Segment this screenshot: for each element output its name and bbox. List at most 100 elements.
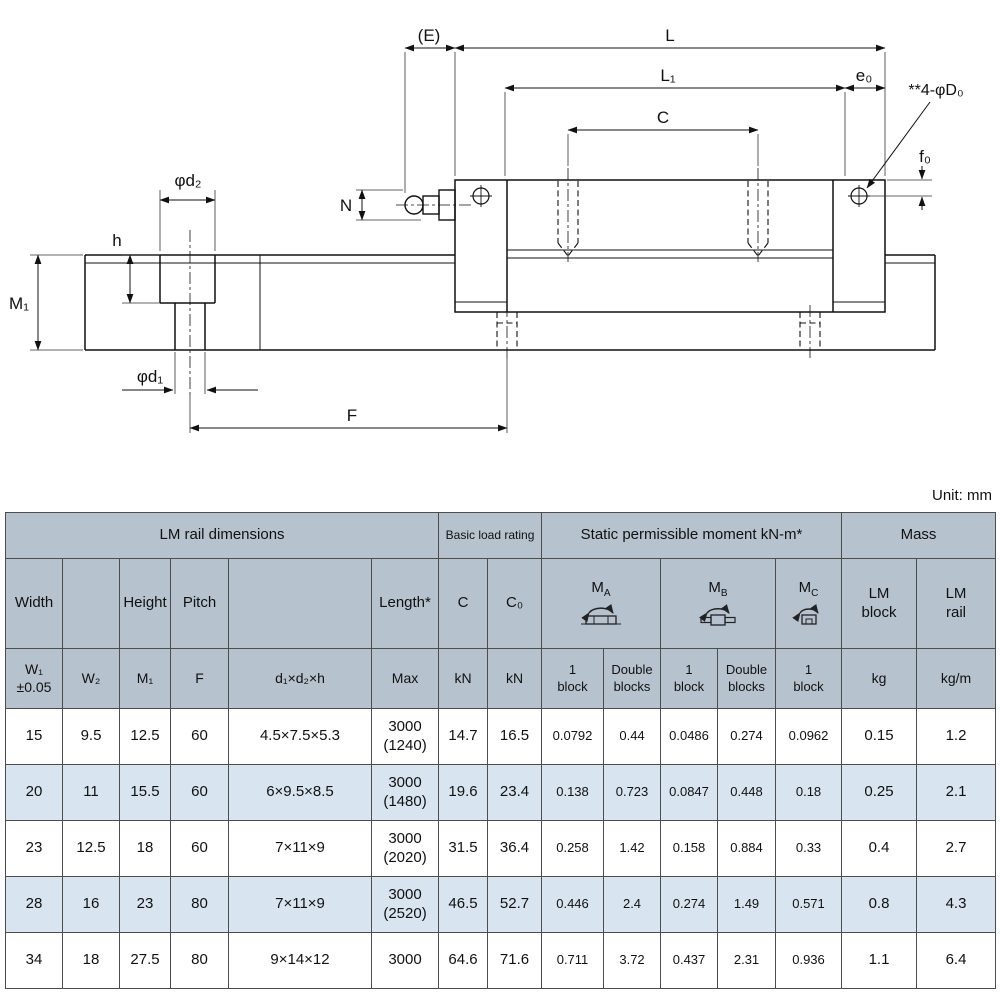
table-cell: 0.446 (541, 876, 605, 933)
table-cell: 0.258 (541, 820, 605, 877)
table-cell: 3000 (1240) (370, 708, 440, 765)
table-cell: 0.0962 (775, 708, 843, 765)
table-cell: 0.0792 (541, 708, 605, 765)
header-max: Max (370, 648, 440, 709)
table-cell: 71.6 (487, 932, 543, 989)
table-cell: 0.0847 (660, 764, 719, 821)
table-cell: 12.5 (119, 708, 171, 765)
dim-label-L: L (665, 26, 674, 45)
table-cell: 15 (5, 708, 63, 765)
moment-mc-icon (791, 604, 819, 625)
table-cell: 0.8 (841, 876, 918, 933)
ma-label: MA (591, 578, 611, 599)
table-cell: 31.5 (438, 820, 489, 877)
group-static-moment: Static permissible moment kN-m* (541, 512, 843, 559)
header-ma-double: Double blocks (603, 648, 662, 709)
rail-outline (84, 254, 936, 351)
table-cell: 2.4 (603, 876, 662, 933)
table-cell: 1.42 (603, 820, 662, 877)
header-kg-per-m: kg/m (916, 648, 997, 709)
header-row-3: W₁ ±0.05 W₂ M₁ F d₁×d₂×h Max kN kN 1 blo… (5, 648, 997, 709)
dim-label-F: F (347, 406, 357, 425)
header-c: C (438, 558, 489, 649)
group-lm-rail-dimensions: LM rail dimensions (4, 512, 440, 559)
table-cell: 1.49 (717, 876, 777, 933)
dim-label-N: N (340, 196, 352, 215)
table-cell: 18 (62, 932, 120, 989)
table-cell: 4.3 (916, 876, 997, 933)
extension-lines (30, 52, 932, 433)
mc-label: MC (798, 578, 819, 599)
table-cell: 0.274 (660, 876, 719, 933)
dim-label-f0: f₀ (919, 147, 931, 166)
table-cell: 3000 (2520) (370, 876, 440, 933)
table-cell: 2.1 (916, 764, 997, 821)
table-cell: 3000 (1480) (370, 764, 440, 821)
table-cell: 9.5 (62, 708, 120, 765)
table-cell: 9×14×12 (228, 932, 372, 989)
header-empty (62, 558, 120, 649)
table-cell: 80 (170, 876, 229, 933)
table-cell: 0.0486 (660, 708, 719, 765)
dim-label-L1: L₁ (660, 66, 675, 85)
table-cell: 0.571 (775, 876, 843, 933)
table-cell: 7×11×9 (228, 876, 372, 933)
table-cell: 0.15 (841, 708, 918, 765)
header-height: Height (119, 558, 171, 649)
table-cell: 11 (62, 764, 120, 821)
table-cell: 34 (5, 932, 63, 989)
header-pitch: Pitch (170, 558, 229, 649)
table-cell: 16.5 (487, 708, 543, 765)
header-ma: MA (541, 558, 662, 649)
unit-note: Unit: mm (932, 487, 992, 504)
header-mb-1block: 1 block (660, 648, 719, 709)
table-cell: 64.6 (438, 932, 489, 989)
table-cell: 6×9.5×8.5 (228, 764, 372, 821)
table-cell: 19.6 (438, 764, 489, 821)
header-w1: W₁ ±0.05 (5, 648, 63, 709)
header-d1d2h: d₁×d₂×h (228, 648, 372, 709)
header-row-2: Width Height Pitch Length* C C₀ MA (5, 558, 997, 649)
dim-label-C: C (657, 108, 669, 127)
dimension-lines (34, 44, 931, 432)
header-w2: W₂ (62, 648, 120, 709)
table-cell: 7×11×9 (228, 820, 372, 877)
table-cell: 0.274 (717, 708, 777, 765)
table-cell: 0.723 (603, 764, 662, 821)
dim-label-phi-d2: φd₂ (174, 171, 201, 190)
moment-ma-icon (581, 604, 622, 625)
header-kg: kg (841, 648, 918, 709)
table-cell: 23 (119, 876, 171, 933)
table-cell: 6.4 (916, 932, 997, 989)
header-c0: C₀ (487, 558, 543, 649)
mb-label: MB (708, 578, 728, 599)
header-length: Length* (370, 558, 440, 649)
dimension-labels: (E) L L₁ e₀ C **4-φD₀ f₀ N φd₂ h M₁ φd₁ … (9, 26, 964, 425)
dim-label-h: h (112, 231, 121, 250)
header-lm-rail: LM rail (916, 558, 997, 649)
dim-label-E: (E) (418, 26, 441, 45)
table-cell: 36.4 (487, 820, 543, 877)
table-cell: 2.31 (717, 932, 777, 989)
table-cell: 0.4 (841, 820, 918, 877)
table-cell: 0.33 (775, 820, 843, 877)
header-ma-1block: 1 block (541, 648, 605, 709)
table-cell: 12.5 (62, 820, 120, 877)
header-m1: M₁ (119, 648, 171, 709)
header-width: Width (5, 558, 63, 649)
lm-block-outline (454, 179, 886, 313)
header-mc: MC (775, 558, 843, 649)
table-cell: 0.158 (660, 820, 719, 877)
table-cell: 28 (5, 876, 63, 933)
tapped-hole-icons (470, 185, 870, 207)
table-cell: 1.2 (916, 708, 997, 765)
table-cell: 23 (5, 820, 63, 877)
table-cell: 14.7 (438, 708, 489, 765)
header-kn-c: kN (438, 648, 489, 709)
header-group-row: LM rail dimensions Basic load rating Sta… (4, 512, 997, 559)
table-cell: 0.25 (841, 764, 918, 821)
